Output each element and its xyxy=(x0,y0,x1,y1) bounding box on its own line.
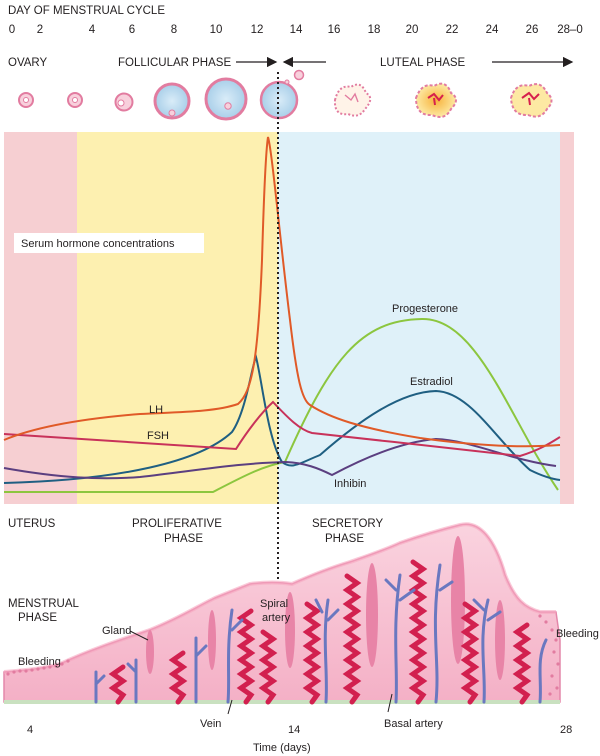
proliferative-line1: PROLIFERATIVE xyxy=(132,518,222,530)
spiral-artery xyxy=(342,573,362,705)
endometrium xyxy=(3,522,561,705)
spiral-artery xyxy=(460,601,480,705)
menstrual-phase-line1: MENSTRUAL xyxy=(8,598,80,610)
day-tick-label: 12 xyxy=(251,24,264,36)
fsh-label: FSH xyxy=(147,430,169,442)
primary-follicle xyxy=(114,92,134,112)
spiral-artery xyxy=(512,622,532,705)
estradiol-label: Estradiol xyxy=(410,376,453,388)
bleeding-dots xyxy=(6,614,560,696)
progesterone-curve xyxy=(4,317,559,493)
day-tick-label: 8 xyxy=(171,24,177,36)
gland xyxy=(495,600,505,680)
day-tick-label: 10 xyxy=(210,24,223,36)
time-tick-14: 14 xyxy=(288,724,300,736)
spiral-artery xyxy=(408,559,428,705)
vein-label: Vein xyxy=(200,718,221,730)
vein xyxy=(384,573,416,704)
estradiol-curve xyxy=(3,354,561,484)
corpus-luteum-regressing xyxy=(509,83,553,118)
basal-artery-leader xyxy=(387,693,393,713)
bleeding-left-label: Bleeding xyxy=(18,656,61,668)
ovulating-follicle xyxy=(259,69,305,120)
bleeding-right-label: Bleeding xyxy=(556,628,599,640)
spiral-artery xyxy=(236,608,256,705)
ruptured-follicle xyxy=(333,83,372,117)
vein-leader xyxy=(227,699,233,715)
secretory-line1: SECRETORY xyxy=(312,518,383,530)
follicular-band xyxy=(77,132,278,504)
day-tick-label: 18 xyxy=(368,24,381,36)
uterus-label: UTERUS xyxy=(8,518,56,530)
menstrual-band xyxy=(4,132,77,504)
ovary-label: OVARY xyxy=(8,57,48,69)
menstrual-phase-line2: PHASE xyxy=(18,612,57,624)
lh-curve xyxy=(3,136,561,448)
vein xyxy=(314,598,340,704)
cycle-title: DAY OF MENSTRUAL CYCLE xyxy=(8,5,165,17)
vein xyxy=(194,636,208,704)
day-tick-label: 6 xyxy=(129,24,135,36)
vein xyxy=(226,608,244,704)
time-tick-4: 4 xyxy=(27,724,33,736)
spiral-arteries xyxy=(108,559,532,705)
inhibin-label: Inhibin xyxy=(334,478,366,490)
antral-follicle xyxy=(204,77,248,121)
progesterone-label: Progesterone xyxy=(392,303,458,315)
day-tick-label: 24 xyxy=(486,24,499,36)
lh-label: LH xyxy=(149,404,163,416)
day-tick-label: 4 xyxy=(89,24,96,36)
vein xyxy=(126,658,138,704)
luteal-phase-label: LUTEAL PHASE xyxy=(380,57,466,69)
menstrual-band-end xyxy=(560,132,574,504)
spiral-artery xyxy=(258,629,278,705)
inhibin-curve xyxy=(3,437,557,480)
hormone-chart: Serum hormone concentrations LH FSH Prog… xyxy=(3,132,574,504)
luteal-band xyxy=(278,132,560,504)
day-tick-label: 2 xyxy=(37,24,43,36)
serum-label: Serum hormone concentrations xyxy=(21,238,175,250)
follicular-phase-label: FOLLICULAR PHASE xyxy=(118,57,231,69)
day-tick-label: 28–0 xyxy=(557,24,583,36)
basal-layer xyxy=(4,700,560,704)
spiral-artery-line2: artery xyxy=(262,612,291,624)
spiral-artery xyxy=(168,650,188,705)
vein xyxy=(94,670,106,704)
day-tick-label: 26 xyxy=(526,24,539,36)
ovary-follicle-sequence xyxy=(18,69,553,121)
day-tick-label: 20 xyxy=(406,24,419,36)
basal-artery-label: Basal artery xyxy=(384,718,443,730)
gland-label: Gland xyxy=(102,625,131,637)
secondary-follicle xyxy=(153,82,191,120)
primordial-follicle-2 xyxy=(67,92,83,108)
gland xyxy=(366,563,378,667)
time-axis-label: Time (days) xyxy=(253,742,311,754)
primordial-follicle-1 xyxy=(18,92,34,108)
gland-leader xyxy=(129,630,149,641)
day-tick-label: 16 xyxy=(328,24,341,36)
day-tick-label: 14 xyxy=(290,24,303,36)
corpus-luteum xyxy=(414,82,457,118)
gland xyxy=(208,610,216,670)
day-tick-label: 0 xyxy=(9,24,15,36)
spiral-artery xyxy=(302,601,322,705)
veins xyxy=(94,563,548,704)
gland xyxy=(146,630,154,674)
day-tick-label: 22 xyxy=(446,24,459,36)
spiral-artery-line1: Spiral xyxy=(260,598,288,610)
vein xyxy=(472,598,502,704)
proliferative-line2: PHASE xyxy=(164,533,203,545)
serum-label-box xyxy=(14,233,204,253)
fsh-curve xyxy=(3,400,561,458)
secretory-line2: PHASE xyxy=(325,533,364,545)
gland xyxy=(285,592,295,668)
time-tick-28: 28 xyxy=(560,724,572,736)
vein xyxy=(433,563,454,704)
spiral-artery xyxy=(108,664,128,705)
vein xyxy=(538,638,548,704)
